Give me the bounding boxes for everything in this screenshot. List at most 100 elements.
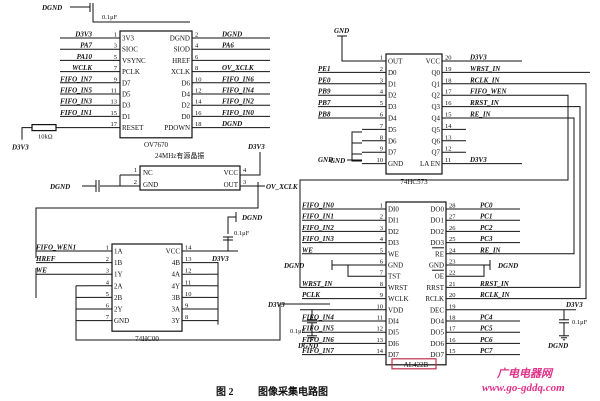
hc573-pin-20-number: 20 [445,55,452,62]
al422b-net-PC2: PC2 [480,224,493,232]
hc573-pin-20-name: VCC [426,58,441,66]
hc00-pin-10-name: 3B [172,294,181,302]
al422b-pin-27-name: DO1 [430,217,444,225]
hc573-pin-11-number: 11 [445,157,451,164]
al422b-vdd-gnd: DGND [297,342,318,350]
hc573-gnd-top: GND [334,27,349,35]
ov7670-pin-13-number: 13 [111,99,118,106]
hc573-pin-2-name: D0 [388,69,397,77]
al422b-pin-14-name: DI7 [388,351,399,359]
hc573-pin-5-name: D3 [388,103,397,111]
watermark-url: www.go-gddq.com [482,382,565,394]
al422b-pin-9-name: WCLK [388,295,409,303]
ov7670-pin-14-number: 14 [195,99,202,106]
top-dgnd-label: DGND [41,4,62,12]
al422b-net-FIFO_IN4: FIFO_IN4 [302,314,334,322]
hc573-tie-wire [351,131,362,162]
al422b-pin-24-name: RE [435,250,444,258]
hc573-pin-9-name: D7 [388,149,397,157]
hc573-net-PE0: PE0 [318,76,331,84]
al422b-pin-2-number: 2 [380,214,383,221]
reset-resistor [31,123,57,132]
hc573-pin-15-number: 15 [445,112,452,119]
osc-pin-1-name: NC [143,169,153,177]
hc00-pin-11-name: 4Y [171,282,180,290]
ov7670-pin-17-number: 17 [111,121,118,128]
hc573-net-RCLK_IN: RCLK_IN [469,76,501,84]
ov7670-net-PA7: PA7 [80,42,92,50]
hc00-pin-5-name: 2B [114,294,123,302]
hc573-pin-19-name: Q0 [431,69,440,77]
al422b-pin-2-name: DI1 [388,217,399,225]
hc00-pin-1-number: 1 [106,245,109,252]
al422b-net-FIFO_IN2: FIFO_IN2 [302,224,334,232]
osc-vcc-wire [240,152,261,176]
al422b-net-WRST_IN: WRST_IN [302,280,333,288]
al422b-pin-20-number: 20 [449,292,456,299]
ov7670-pin-9-name: D7 [122,79,131,87]
osc-vcc-net: D3V3 [247,143,265,151]
al422b-net-FIFO_IN3: FIFO_IN3 [302,235,334,243]
al422b-net-FIFO_IN1: FIFO_IN1 [302,213,334,221]
al422b-pin-7-name: TST [388,273,401,281]
caption-title: 图像采集电路图 [258,385,328,398]
hc00-pin-1-name: 1A [114,248,123,256]
ov7670-pin-8-name: XCLK [171,68,190,76]
ov7670-pin-6-name: HREF [172,57,190,65]
hc573-pin-7-number: 7 [380,123,384,130]
osc-pin-2-number: 2 [134,179,137,186]
hc00-cap-wire [227,216,236,234]
hc573-pin-19-number: 19 [445,66,452,73]
al422b-dec-net: D3V3 [565,301,583,309]
al422b-pin-17-name: DO5 [430,329,444,337]
interconnect-re [520,117,575,255]
al422b-net-FIFO_IN7: FIFO_IN7 [302,347,334,355]
ov7670-pin-16-name: D0 [181,113,190,121]
hc573-net-WRST_IN: WRST_IN [470,65,501,73]
al422b-pin-12-number: 12 [377,326,384,333]
al422b-net-RE_IN: RE_IN [479,246,502,254]
hc573-part-name: 74HC573 [400,178,428,186]
ov7670-pin-5-name: VSYNC [122,57,146,65]
osc-pin-4-number: 4 [243,167,247,174]
caption-figure: 图 2 [216,386,234,398]
hc00-pin-4-name: 2A [114,282,123,290]
al422b-net-PC3: PC3 [480,235,493,243]
hc00-pin-7-name: GND [114,317,129,325]
al422b-vdd-cap-value: 0.1μF [290,328,306,335]
hc00-pin-2-number: 2 [106,256,109,263]
ov7670-pin-12-number: 12 [195,88,202,95]
hc573-pin-18-number: 18 [445,77,452,84]
al422b-pin-16-name: DO6 [430,340,444,348]
hc573-pin-16-number: 16 [445,100,452,107]
ov7670-pin-10-number: 10 [195,76,202,83]
hc573-net-GND: GND [318,156,333,164]
al422b-pin-27-number: 27 [449,214,456,221]
al422b-pin-3-name: DI2 [388,228,399,236]
ov7670-pin-18-name: PDOWN [164,124,190,132]
al422b-pin-6-name: GND [388,262,403,270]
hc573-pin-8-name: D6 [388,137,397,145]
hc573-pin-4-number: 4 [380,89,384,96]
hc00-net-FIFO_WEN1: FIFO_WEN1 [36,244,76,252]
al422b-net-WE: WE [302,246,313,254]
hc573-pin-7-name: D5 [388,126,397,134]
ov7670-net-FIFO_IN2: FIFO_IN2 [222,98,254,106]
al422b-net-PC4: PC4 [480,314,493,322]
al422b-pin-20-name: RCLK [425,295,444,303]
hc573-pin-11-name: LA EN [420,160,440,168]
hc00-pin-9-number: 9 [185,303,188,310]
al422b-oe-wire [476,265,485,277]
interconnect-rrst [520,106,581,288]
hc00-tie [75,285,86,322]
hc00-pin-13-number: 13 [185,256,192,263]
al422b-pin-8-number: 8 [380,281,383,288]
ov7670-pin-1-name: 3V3 [122,35,135,43]
al422b-pin-23-name: GND [429,262,444,270]
al422b-net-PC6: PC6 [480,336,493,344]
hc00-pin-8-name: 3Y [171,317,180,325]
hc573-pin-13-number: 13 [445,134,452,141]
hc00-gnd-loop [75,303,330,341]
al422b-pin-1-number: 1 [380,203,383,210]
